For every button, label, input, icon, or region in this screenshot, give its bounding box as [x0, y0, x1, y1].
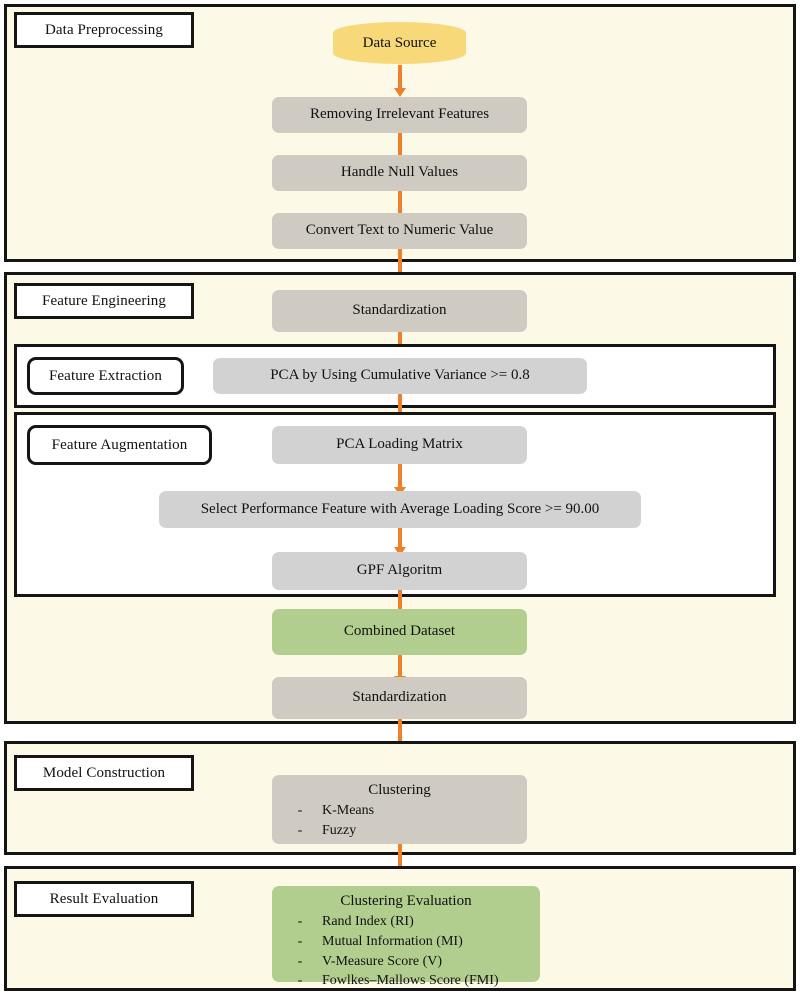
node-label: Standardization [352, 689, 447, 706]
list-item: - Fowlkes–Mallows Score (FMI) [272, 971, 540, 991]
list-item: - Rand Index (RI) [272, 912, 540, 932]
phase-label-text: Feature Augmentation [51, 436, 188, 453]
bullet-dash: - [297, 913, 303, 929]
node-label: Combined Dataset [343, 623, 456, 640]
phase-label-text: Feature Engineering [42, 292, 166, 309]
bullet-dash: - [297, 933, 303, 949]
bullet-dash: - [297, 822, 303, 838]
node-removing-irrelevant-features: Removing Irrelevant Features [272, 97, 527, 133]
list-item: - K-Means [272, 801, 527, 821]
node-pca-loading-matrix: PCA Loading Matrix [272, 426, 527, 464]
bullet-dash: - [297, 973, 303, 989]
node-label: Data Source [362, 34, 437, 51]
node-label: Select Performance Feature with Average … [200, 500, 600, 517]
phase-label-text: Feature Extraction [48, 367, 162, 384]
phase-label-feature-extraction: Feature Extraction [27, 357, 184, 395]
list-item: - Mutual Information (MI) [272, 932, 540, 952]
node-data-source: Data Source [333, 22, 466, 64]
node-label: Handle Null Values [340, 164, 459, 181]
node-convert-text-to-numeric: Convert Text to Numeric Value [272, 213, 527, 249]
node-standardization-1: Standardization [272, 290, 527, 332]
phase-label-text: Data Preprocessing [44, 21, 163, 38]
node-clustering: Clustering - K-Means - Fuzzy [272, 775, 527, 844]
evaluation-metric-list: - Rand Index (RI) - Mutual Information (… [272, 912, 540, 992]
node-label: PCA Loading Matrix [336, 436, 463, 453]
bullet-dash: - [297, 802, 303, 818]
list-item-label: V-Measure Score (V) [322, 953, 442, 969]
phase-label-feature-engineering: Feature Engineering [14, 283, 194, 319]
node-select-performance-feature: Select Performance Feature with Average … [159, 491, 641, 528]
node-clustering-evaluation: Clustering Evaluation - Rand Index (RI) … [272, 886, 540, 988]
clustering-algorithm-list: - K-Means - Fuzzy [272, 801, 527, 841]
node-label: GPF Algoritm [356, 562, 443, 579]
node-handle-null-values: Handle Null Values [272, 155, 527, 191]
node-label: Standardization [352, 302, 447, 319]
list-item-label: K-Means [322, 802, 375, 818]
list-item-label: Mutual Information (MI) [322, 933, 463, 949]
phase-label-text: Result Evaluation [49, 890, 159, 907]
phase-label-result-evaluation: Result Evaluation [14, 881, 194, 917]
list-item: - V-Measure Score (V) [272, 952, 540, 972]
phase-label-model-construction: Model Construction [14, 755, 194, 791]
node-standardization-2: Standardization [272, 677, 527, 719]
list-item: - Fuzzy [272, 821, 527, 841]
node-title: Clustering [368, 782, 431, 798]
node-label: Convert Text to Numeric Value [305, 222, 494, 239]
node-pca-cumulative-variance: PCA by Using Cumulative Variance >= 0.8 [213, 358, 587, 394]
node-gpf-algorithm: GPF Algoritm [272, 552, 527, 590]
list-item-label: Fowlkes–Mallows Score (FMI) [322, 973, 499, 989]
list-item-label: Fuzzy [322, 822, 357, 838]
node-label: PCA by Using Cumulative Variance >= 0.8 [270, 367, 530, 384]
node-label: Removing Irrelevant Features [309, 106, 490, 123]
list-item-label: Rand Index (RI) [322, 913, 414, 929]
bullet-dash: - [297, 953, 303, 969]
phase-label-feature-augmentation: Feature Augmentation [27, 425, 212, 465]
node-combined-dataset: Combined Dataset [272, 609, 527, 655]
phase-label-text: Model Construction [42, 764, 166, 781]
phase-label-data-preprocessing: Data Preprocessing [14, 12, 194, 48]
node-title: Clustering Evaluation [340, 893, 472, 909]
